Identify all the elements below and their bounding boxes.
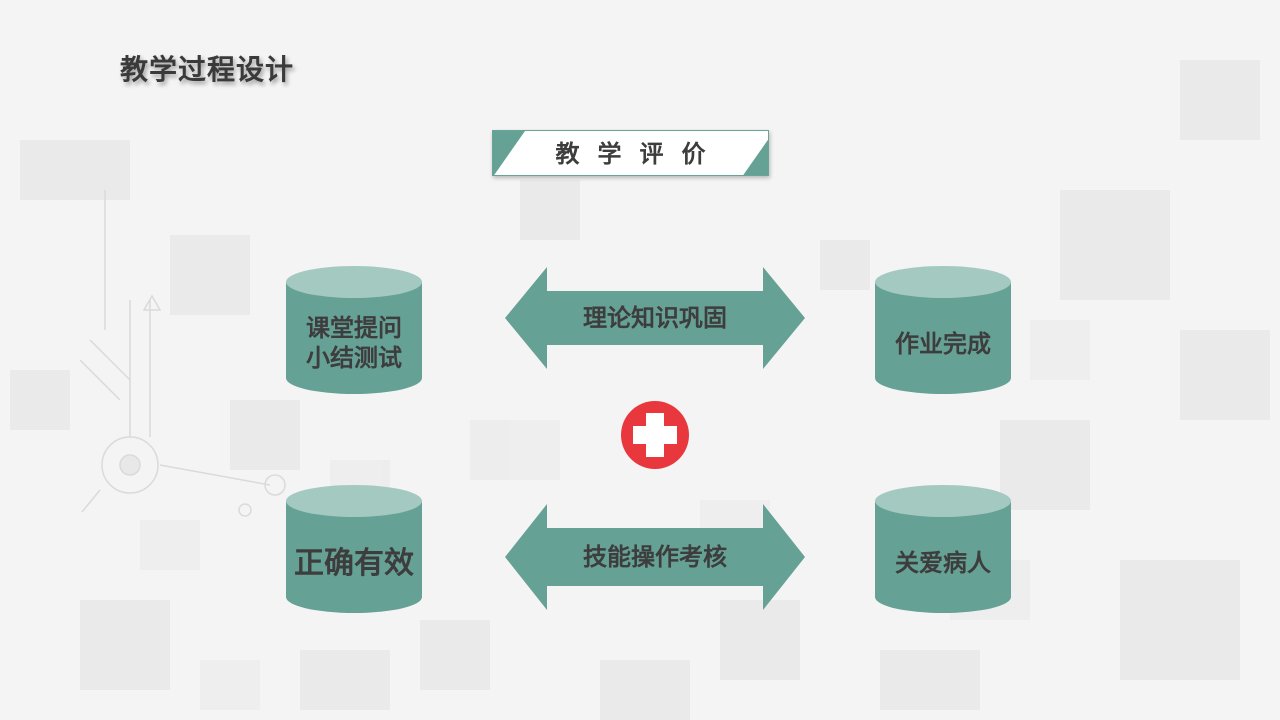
double-arrow-bottom: 技能操作考核	[505, 504, 805, 610]
cylinder-shape	[875, 266, 1011, 394]
cylinder-bottom-left: 正确有效	[286, 485, 422, 613]
cylinder-shape	[875, 485, 1011, 613]
cylinder-shape	[286, 266, 422, 394]
double-arrow-shape	[505, 267, 805, 369]
cylinder-top-left-text: 课堂提问 小结测试	[286, 300, 422, 386]
double-arrow-top: 理论知识巩固	[505, 267, 805, 369]
cylinder-top-right: 作业完成	[875, 266, 1011, 394]
cylinder-bottom-left-text: 正确有效	[294, 546, 414, 581]
cylinder-top-right-text: 作业完成	[895, 329, 991, 358]
double-arrow-top-label: 理论知识巩固	[583, 304, 727, 332]
cylinder-top-left: 课堂提问 小结测试	[286, 266, 422, 394]
cylinder-top-left-line1: 课堂提问	[306, 314, 402, 342]
double-arrow-bottom-label: 技能操作考核	[583, 543, 727, 571]
section-header-badge: 教学评价	[492, 130, 769, 176]
medical-cross-icon	[621, 401, 689, 469]
cylinder-shape	[286, 485, 422, 613]
cylinder-top-left-line2: 小结测试	[306, 344, 402, 372]
section-header-label: 教学评价	[555, 140, 724, 168]
double-arrow-shape	[505, 504, 805, 610]
cylinder-bottom-right: 关爱病人	[875, 485, 1011, 613]
page-title: 教学过程设计	[120, 53, 295, 86]
cylinder-bottom-right-text: 关爱病人	[895, 548, 991, 577]
